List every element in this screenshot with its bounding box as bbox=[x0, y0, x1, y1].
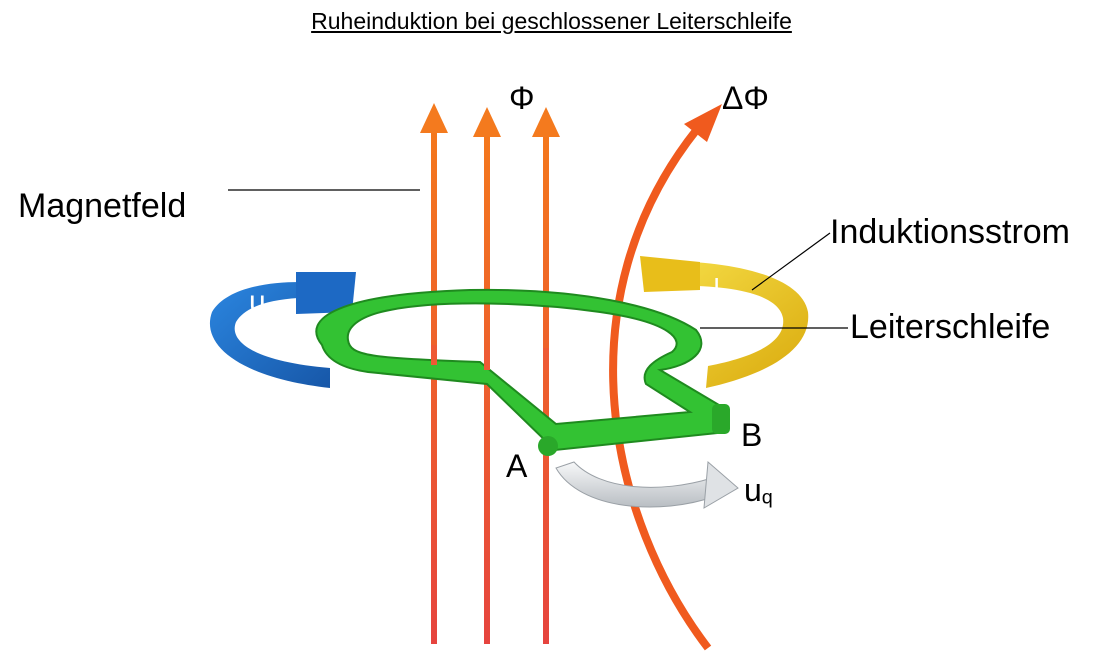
iq-sub: q bbox=[720, 283, 730, 302]
voltage-arrow-left-body bbox=[209, 282, 330, 388]
uq-left-label: uq bbox=[249, 285, 276, 319]
current-arrow-tail bbox=[640, 256, 700, 292]
delta-phi-curve bbox=[609, 125, 712, 651]
point-a-label: A bbox=[506, 448, 528, 484]
magnetfeld-label: Magnetfeld bbox=[18, 187, 187, 225]
field-line-2 bbox=[484, 132, 490, 644]
field-lines-front bbox=[431, 345, 549, 370]
voltage-arrow-left bbox=[209, 272, 356, 388]
iq-main: I bbox=[713, 272, 721, 302]
conductor-loop-body bbox=[315, 288, 729, 452]
point-b-label: B bbox=[741, 417, 763, 453]
uq-left-sub: q bbox=[265, 296, 277, 318]
iq-label: Iq bbox=[713, 272, 729, 303]
voltage-arrow-right-body bbox=[555, 461, 717, 508]
field-line-1 bbox=[431, 128, 437, 644]
voltage-arrow-right bbox=[555, 460, 739, 509]
voltage-arrow-right-head bbox=[703, 460, 739, 509]
voltage-arrow-left-head bbox=[296, 272, 356, 314]
field-line-3-arrowhead bbox=[532, 107, 560, 137]
terminal-b bbox=[712, 404, 730, 434]
delta-phi-arrow bbox=[609, 104, 722, 651]
field-line-3-front bbox=[543, 348, 549, 370]
delta-phi-arrowhead bbox=[684, 104, 722, 142]
diagram-title: Ruheinduktion bei geschlossener Leitersc… bbox=[311, 8, 792, 34]
field-line-2-front bbox=[484, 350, 490, 370]
uq-left-main: u bbox=[249, 285, 266, 318]
field-line-1-arrowhead bbox=[420, 103, 448, 133]
conductor-loop bbox=[315, 288, 848, 456]
phi-label: Φ bbox=[509, 80, 535, 116]
uq-right-sub: q bbox=[761, 486, 773, 509]
field-line-3 bbox=[543, 132, 549, 644]
delta-phi-label: ΔΦ bbox=[722, 80, 769, 116]
terminal-a bbox=[538, 436, 558, 456]
uq-right-main: u bbox=[744, 472, 762, 508]
induktionsstrom-label: Induktionsstrom bbox=[830, 213, 1070, 251]
field-line-2-arrowhead bbox=[473, 107, 501, 137]
leiterschleife-label: Leiterschleife bbox=[850, 308, 1051, 346]
magnetic-field-lines bbox=[420, 103, 560, 644]
current-arrow bbox=[640, 232, 831, 388]
induktionsstrom-leader-line bbox=[751, 232, 831, 291]
uq-right-label: uq bbox=[744, 472, 773, 509]
field-line-1-front bbox=[431, 345, 437, 365]
current-arrow-body bbox=[644, 261, 809, 388]
